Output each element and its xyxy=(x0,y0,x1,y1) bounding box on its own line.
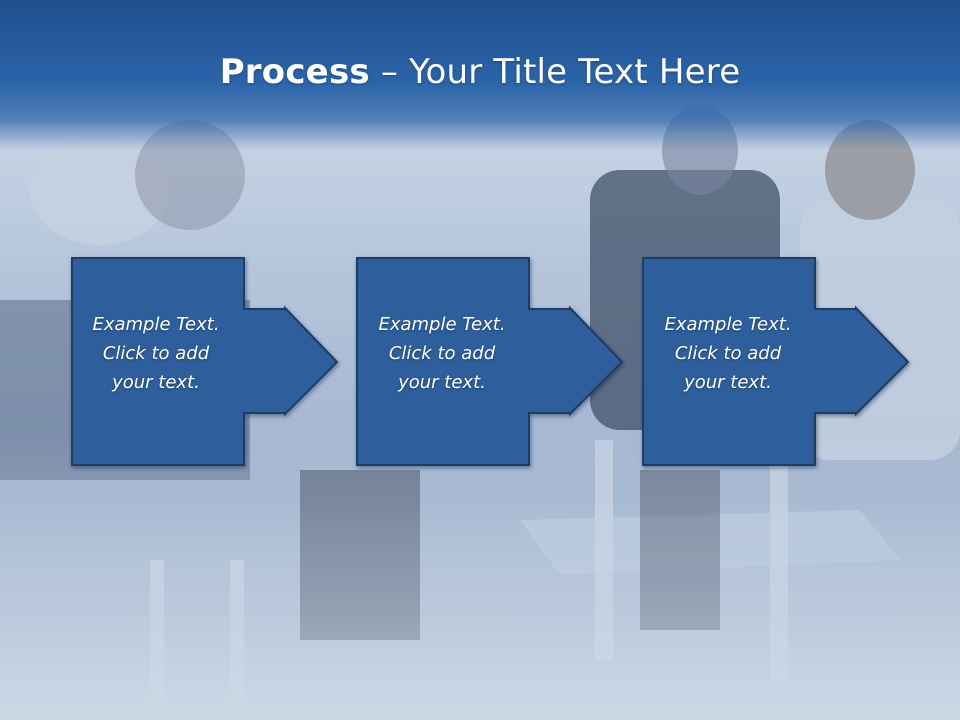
process-step-1-text[interactable]: Example Text. Click to add your text. xyxy=(92,314,220,393)
title-rest-text: – Your Title Text Here xyxy=(369,52,741,92)
slide-title[interactable]: Process – Your Title Text Here xyxy=(0,52,960,92)
title-bar xyxy=(0,0,960,150)
process-step-2-shape[interactable] xyxy=(356,257,624,466)
process-step-1-shape[interactable] xyxy=(71,257,339,466)
process-step-2-text[interactable]: Example Text. Click to add your text. xyxy=(378,314,506,393)
title-bold-text: Process xyxy=(219,52,370,92)
process-step-3-shape[interactable] xyxy=(642,257,910,466)
process-step-3-text[interactable]: Example Text. Click to add your text. xyxy=(664,314,792,393)
